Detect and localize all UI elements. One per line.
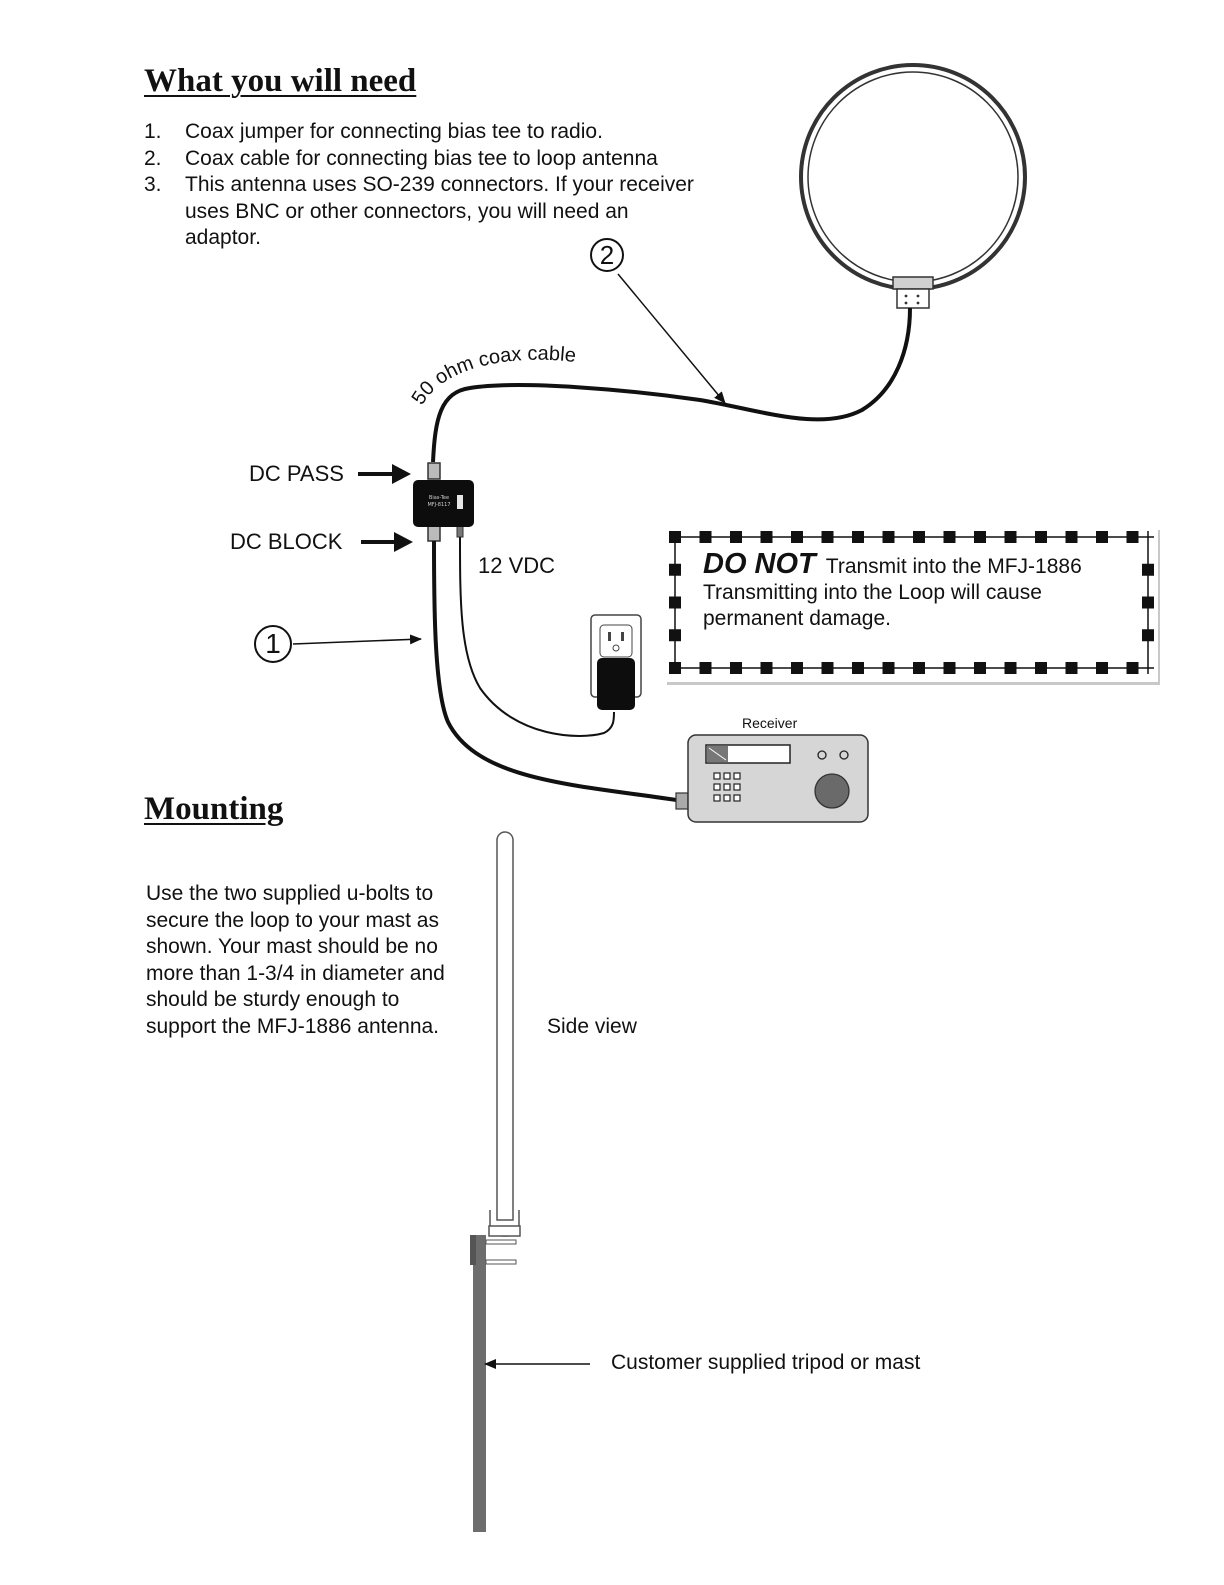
mounting-instructions: Use the two supplied u-bolts to secure t…: [146, 882, 445, 1038]
warning-border-square: [1126, 531, 1139, 543]
warning-border-square: [791, 662, 803, 674]
warning-border-square: [669, 662, 681, 674]
warning-line-2: Transmitting into the Loop will cause: [703, 581, 1042, 604]
receiver-label: Receiver: [742, 715, 798, 731]
warning-border-square: [1065, 662, 1078, 674]
callout-1-badge: 1: [254, 625, 292, 663]
warning-border-square: [1065, 531, 1078, 543]
warning-border-square: [913, 531, 925, 543]
warning-border-square: [913, 662, 925, 674]
warning-border-square: [974, 662, 986, 674]
mast-side-view: [470, 831, 521, 1532]
warning-border-square: [1035, 662, 1047, 674]
warning-border-square: [974, 531, 986, 543]
what-you-will-need-heading: What you will need: [144, 63, 417, 99]
warning-border-square: [791, 531, 803, 543]
side-view-label: Side view: [547, 1015, 637, 1038]
coax-cable: [431, 307, 912, 463]
warning-line-3: permanent damage.: [703, 607, 891, 630]
warning-border-square: [1142, 596, 1154, 609]
warning-border-square: [882, 531, 895, 543]
bias-tee-text: Bias-Tee MFJ-8117: [427, 495, 451, 508]
warning-border-square: [1142, 563, 1154, 576]
dc-block-arrow: [361, 532, 413, 552]
dc-block-label: DC BLOCK: [230, 529, 343, 554]
mast-label: Customer supplied tripod or mast: [611, 1351, 921, 1374]
power-cable: [459, 536, 615, 737]
warning-border-square: [699, 662, 712, 674]
warning-border-square: [1004, 531, 1017, 543]
needs-list: 1.Coax jumper for connecting bias tee to…: [144, 119, 730, 252]
warning-border-square: [1126, 662, 1139, 674]
coax-jumper: [432, 540, 684, 803]
dc-pass-arrow: [358, 464, 411, 484]
vdc-label: 12 VDC: [478, 553, 556, 578]
warning-border-square: [852, 662, 864, 674]
warning-border-square: [882, 662, 895, 674]
warning-border-square: [821, 531, 834, 543]
dc-pass-label: DC PASS: [249, 461, 344, 486]
warning-border-square: [1004, 662, 1017, 674]
warning-border-square: [1035, 531, 1047, 543]
warning-border-square: [943, 662, 956, 674]
warning-text: DO NOT Transmit into the MFJ-1886 Transmi…: [703, 548, 1153, 632]
receiver: [675, 734, 869, 823]
warning-border-square: [943, 531, 956, 543]
warning-line-1: Transmit into the MFJ-1886: [825, 555, 1082, 578]
warning-border-square: [669, 629, 681, 642]
coax-cable-label: 50 ohm coax cable: [408, 343, 577, 409]
warning-border-square: [821, 662, 834, 674]
warning-border-square: [1142, 629, 1154, 642]
warning-border-square: [669, 563, 681, 576]
warning-border-square: [760, 662, 773, 674]
warning-border-square: [730, 531, 742, 543]
loop-antenna: [799, 63, 1027, 309]
svg-text:50 ohm coax cable: 50 ohm coax cable: [408, 343, 577, 409]
warning-border-square: [1096, 662, 1108, 674]
warning-border-square: [669, 596, 681, 609]
callout-2-badge: 2: [590, 238, 624, 272]
warning-border-square: [1096, 531, 1108, 543]
callout-1-pointer: [292, 634, 422, 645]
power-adapter: [597, 658, 635, 710]
warning-box: DO NOT Transmit into the MFJ-1886 Transmi…: [665, 527, 1158, 682]
list-item: 2.Coax cable for connecting bias tee to …: [144, 146, 658, 170]
warning-border-square: [760, 531, 773, 543]
warning-border-square: [669, 531, 681, 543]
list-item: 3.This antenna uses SO-239 connectors. I…: [144, 173, 694, 249]
do-not-emphasis: DO NOT: [703, 548, 816, 580]
warning-border: [669, 531, 1154, 674]
mounting-heading: Mounting: [144, 791, 284, 827]
callout-2-pointer: [617, 273, 726, 404]
warning-border-square: [699, 531, 712, 543]
warning-border-square: [852, 531, 864, 543]
warning-border-square: [730, 662, 742, 674]
list-item: 1.Coax jumper for connecting bias tee to…: [144, 120, 603, 143]
bias-tee: [413, 480, 474, 527]
